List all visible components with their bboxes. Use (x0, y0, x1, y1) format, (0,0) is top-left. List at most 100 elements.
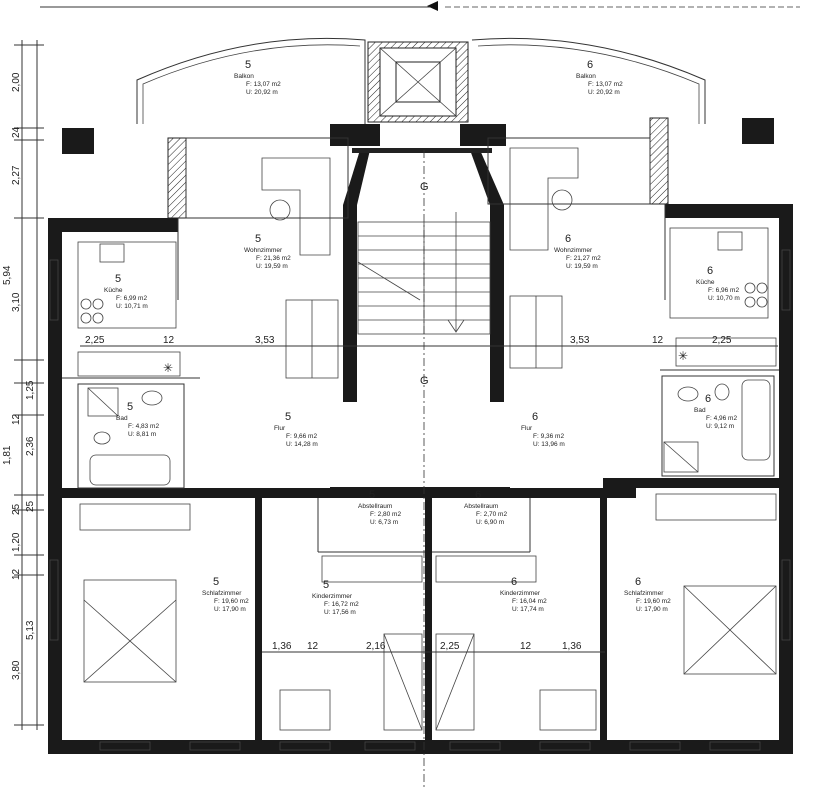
dim-horizontal: 2,25 (712, 335, 732, 346)
room-area: F: 19,60 m2 (214, 598, 249, 605)
room-perimeter: U: 17,90 m (214, 606, 246, 613)
stair-label: G (420, 375, 429, 387)
room-name: Schlafzimmer (202, 590, 242, 597)
dim-horizontal: 3,53 (570, 335, 590, 346)
elevator-shaft (367, 41, 469, 123)
room-area: F: 9,36 m2 (533, 433, 564, 440)
room-name: Küche (696, 279, 715, 286)
room-area: F: 13,07 m2 (588, 81, 623, 88)
room-name: Balkon (576, 73, 596, 80)
dim-horizontal: 2,25 (85, 335, 105, 346)
room-area: F: 19,60 m2 (636, 598, 671, 605)
room-number: 5 (127, 401, 133, 413)
room-number: 5 (213, 576, 219, 588)
room-area: F: 9,66 m2 (286, 433, 317, 440)
room-area: F: 13,07 m2 (246, 81, 281, 88)
bedroom-left-furniture (79, 503, 191, 683)
dim-left-12: 25 (25, 500, 36, 512)
room-perimeter: U: 9,12 m (706, 423, 734, 430)
asterisk-icon: ✳ (678, 349, 688, 363)
dim-left-15: 3,80 (11, 660, 22, 680)
room-area: F: 4,96 m2 (706, 415, 737, 422)
room-name: Bad (116, 415, 128, 422)
dim-left-14: 5,13 (25, 620, 36, 640)
room-perimeter: U: 13,96 m (533, 441, 565, 448)
left-dimension-chain: 2,00 24 2,27 5,94 3,10 1,81 12 1,25 2,36… (2, 40, 44, 730)
room-area: F: 16,04 m2 (512, 598, 547, 605)
dim-left-4: 5,94 (2, 265, 13, 285)
room-perimeter: U: 17,90 m (636, 606, 668, 613)
dim-horizontal: 1,36 (272, 641, 292, 652)
kids-room-furniture (279, 555, 597, 731)
bath-right-fixtures (663, 379, 771, 473)
room-name: Schlafzimmer (624, 590, 664, 597)
room-perimeter: U: 17,74 m (512, 606, 544, 613)
room-number: 6 (705, 393, 711, 405)
room-name: Flur (521, 425, 533, 432)
room-perimeter: U: 20,92 m (246, 89, 278, 96)
dim-horizontal: 1,36 (562, 641, 582, 652)
dim-horizontal: 2,25 (440, 641, 460, 652)
room-perimeter: U: 14,28 m (286, 441, 318, 448)
dim-left-9: 2,36 (25, 436, 36, 456)
room-area: F: 4,83 m2 (128, 423, 159, 430)
room-area: F: 21,27 m2 (566, 255, 601, 262)
room-name: Balkon (234, 73, 254, 80)
room-perimeter: U: 10,70 m (708, 295, 740, 302)
balcony-left (136, 37, 366, 124)
room-number: 6 (707, 265, 713, 277)
room-perimeter: U: 6,73 m (370, 519, 398, 526)
room-area: F: 16,72 m2 (324, 601, 359, 608)
dim-left-2: 24 (11, 126, 22, 138)
balcony-right (471, 37, 706, 124)
room-number: 5 (285, 411, 291, 423)
dim-horizontal: 12 (652, 335, 664, 346)
room-number: 6 (475, 489, 481, 501)
room-perimeter: U: 6,90 m (476, 519, 504, 526)
dim-left-11: 1,20 (11, 532, 22, 552)
dim-left-6: 1,81 (2, 445, 13, 465)
kitchen-right-fixtures: ✳ (669, 227, 777, 367)
dim-left-3: 2,27 (11, 165, 22, 185)
room-number: 5 (323, 579, 329, 591)
dim-left-1: 2,00 (11, 72, 22, 92)
exterior-walls (48, 117, 793, 754)
room-perimeter: U: 19,59 m (566, 263, 598, 270)
bath-left-fixtures (87, 387, 171, 486)
room-perimeter: U: 20,92 m (588, 89, 620, 96)
room-name: Kinderzimmer (500, 590, 541, 597)
windows (49, 249, 791, 751)
room-name: Bad (694, 407, 706, 414)
room-number: 6 (587, 59, 593, 71)
room-area: F: 6,96 m2 (708, 287, 739, 294)
stairwell-walls (343, 148, 504, 205)
room-name: Küche (104, 287, 123, 294)
room-area: F: 2,80 m2 (370, 511, 401, 518)
dim-left-13: 12 (11, 568, 22, 580)
interior-walls (62, 137, 779, 553)
room-perimeter: U: 17,56 m (324, 609, 356, 616)
axis-marker (427, 1, 438, 11)
dim-left-8: 1,25 (25, 380, 36, 400)
asterisk-icon: ✳ (163, 361, 173, 375)
room-number: 6 (565, 233, 571, 245)
room-area: F: 6,99 m2 (116, 295, 147, 302)
living-right-furniture (509, 147, 579, 369)
dim-horizontal: 2,16 (366, 641, 386, 652)
room-name: Wohnzimmer (554, 247, 593, 254)
room-number: 6 (635, 576, 641, 588)
dim-left-7: 12 (11, 413, 22, 425)
dim-horizontal: 12 (163, 335, 175, 346)
dim-left-10: 25 (11, 503, 22, 515)
room-perimeter: U: 19,59 m (256, 263, 288, 270)
room-perimeter: U: 10,71 m (116, 303, 148, 310)
dim-horizontal: 12 (307, 641, 319, 652)
living-left-furniture (261, 157, 339, 379)
room-name: Abstellraum (358, 503, 392, 510)
room-perimeter: U: 8,81 m (128, 431, 156, 438)
bedroom-right-furniture (655, 493, 777, 675)
room-name: Kinderzimmer (312, 593, 353, 600)
room-number: 5 (115, 273, 121, 285)
room-number: 6 (532, 411, 538, 423)
